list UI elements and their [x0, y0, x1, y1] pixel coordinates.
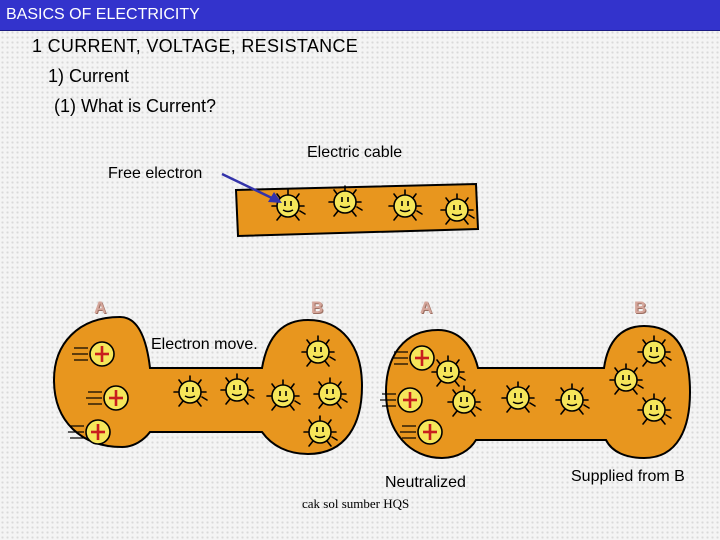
terminal-a-left: A	[94, 298, 107, 317]
neutralized-label: Neutralized	[385, 474, 466, 491]
terminal-b-right: B	[634, 298, 647, 317]
cable-neutralized	[378, 324, 692, 460]
electric-cable-label: Electric cable	[307, 144, 403, 161]
free-electron-arrow	[221, 172, 282, 203]
slide-title: BASICS OF ELECTRICITY	[6, 6, 200, 23]
free-electron-label: Free electron	[108, 165, 203, 182]
heading-what-is-current: (1) What is Current?	[54, 96, 217, 116]
cable-electron-move	[52, 315, 364, 456]
supplied-from-b-label: Supplied from B	[571, 468, 685, 485]
electron-move-label: Electron move.	[151, 336, 258, 353]
credit-text: cak sol sumber HQS	[302, 496, 410, 511]
electric-cable-top	[234, 182, 480, 238]
heading-current: 1) Current	[48, 66, 130, 86]
terminal-b-left: B	[311, 298, 324, 317]
terminal-a-right: A	[420, 298, 433, 317]
title-bar: BASICS OF ELECTRICITY	[0, 0, 720, 31]
heading-current-voltage-resistance: 1 CURRENT, VOLTAGE, RESISTANCE	[32, 36, 359, 56]
